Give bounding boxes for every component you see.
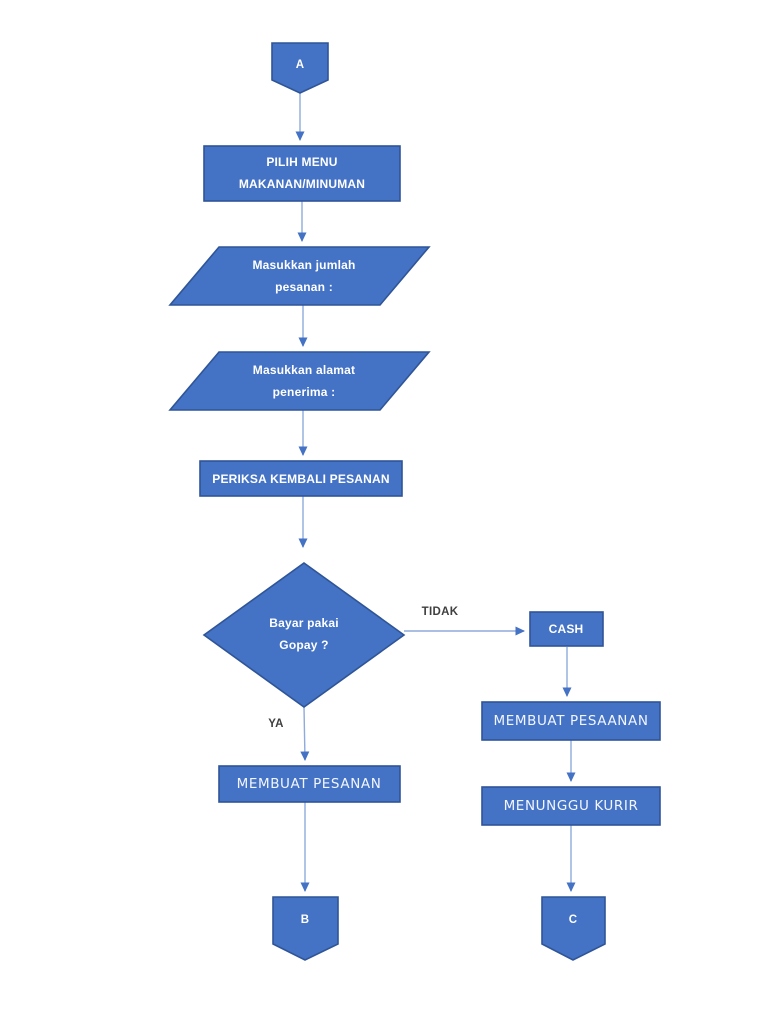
process-menunggu-kurir-shape (481, 786, 661, 826)
process-membuat-pesanan-label: MEMBUAT PESANAN (236, 776, 382, 792)
process-pilih-menu-label: PILIH MENU MAKANAN/MINUMAN (238, 155, 366, 191)
off-page-connector-a-label: A (295, 59, 305, 71)
edge-decision-ya-to-membuat-pesanan (300, 706, 310, 761)
input-alamat-label: Masukkan alamat penerima : (252, 363, 356, 399)
branch-ya-label: YA (268, 718, 284, 730)
process-pilih-menu-shape (203, 145, 401, 202)
decision-gopay-shape (202, 562, 406, 708)
input-jumlah-label: Masukkan jumlah pesanan : (252, 258, 356, 294)
decision-gopay-label: Bayar pakai Gopay ? (269, 616, 339, 652)
off-page-connector-b-label: B (300, 914, 310, 926)
off-page-connector-c-shape (541, 896, 606, 961)
process-cash-shape (529, 611, 604, 647)
off-page-connector-b-shape (272, 896, 339, 961)
process-periksa-shape (199, 460, 403, 497)
process-menunggu-kurir-label: MENUNGGU KURIR (503, 798, 639, 814)
process-membuat-pesaanan-shape (481, 701, 661, 741)
off-page-connector-a-shape (271, 42, 329, 94)
process-membuat-pesaanan-label: MEMBUAT PESAANAN (493, 713, 649, 729)
process-membuat-pesanan-shape (218, 765, 401, 803)
input-jumlah-shape (168, 246, 431, 306)
process-periksa-label: PERIKSA KEMBALI PESANAN (212, 472, 390, 486)
input-alamat-shape (168, 351, 431, 411)
off-page-connector-c-label: C (568, 914, 578, 926)
branch-tidak-label: TIDAK (421, 606, 459, 618)
process-cash-label: CASH (548, 622, 584, 636)
